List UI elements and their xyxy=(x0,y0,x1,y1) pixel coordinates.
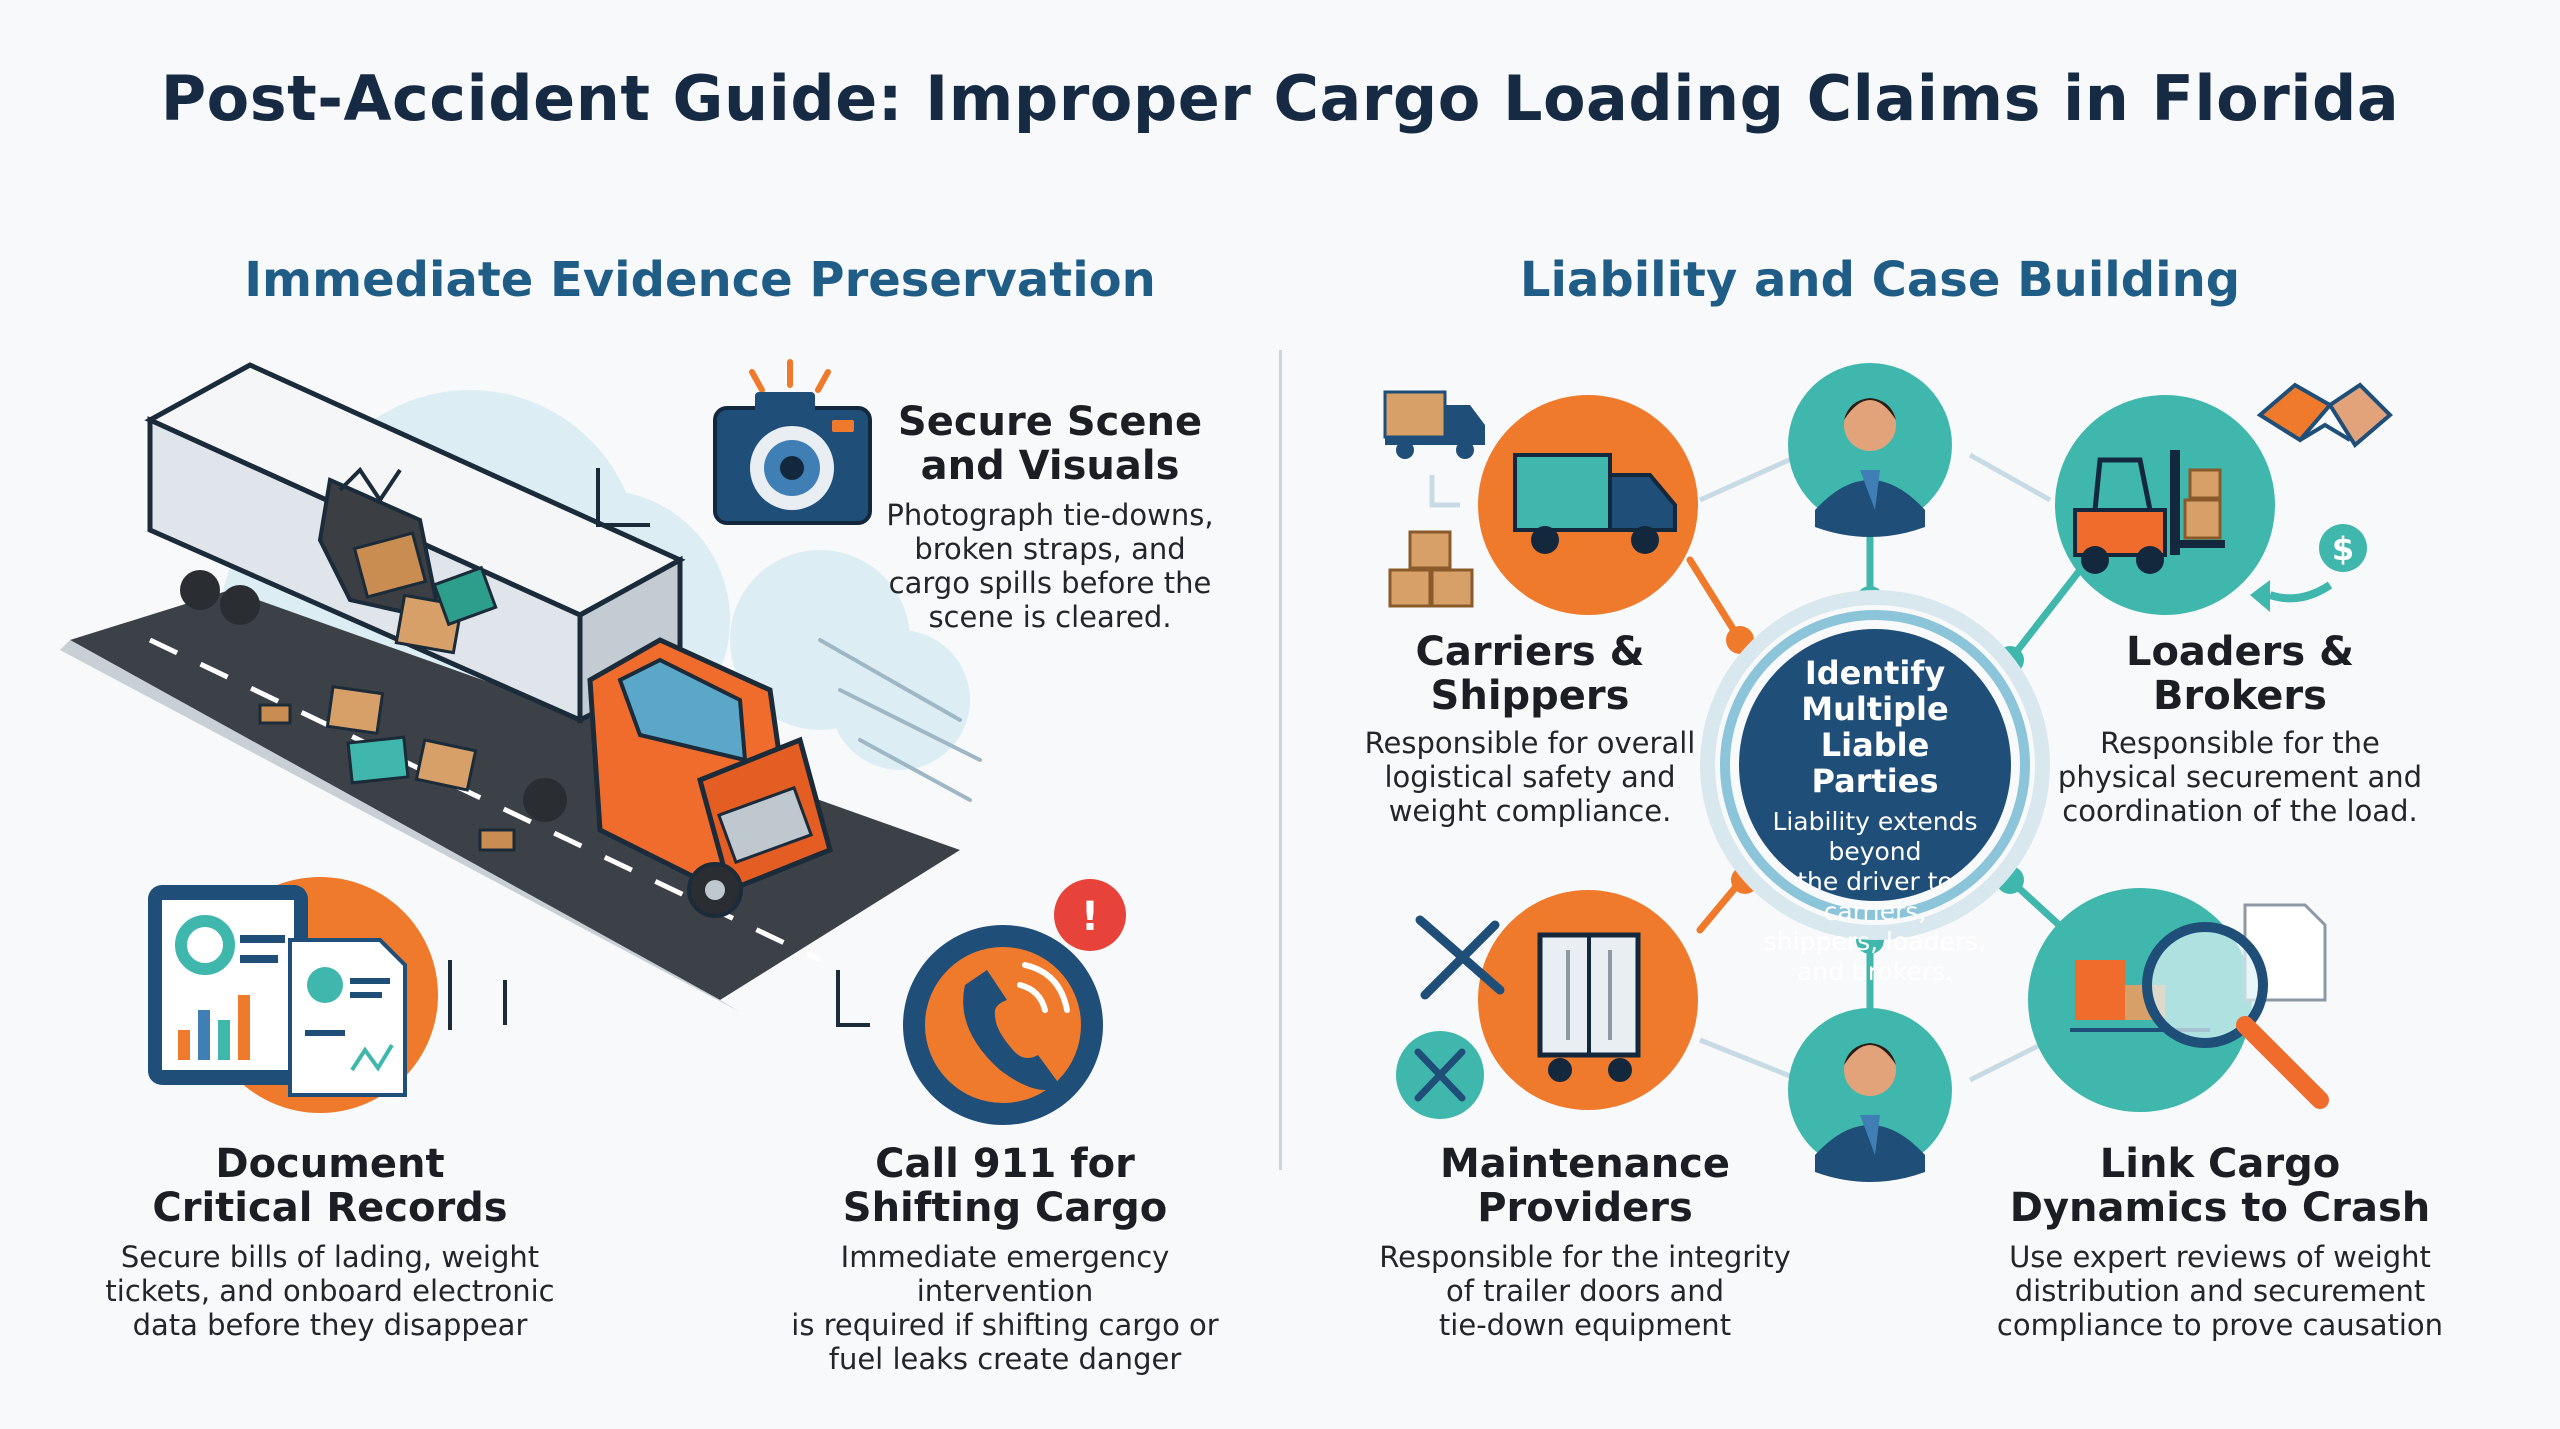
magnifier-icon xyxy=(2028,888,2329,1112)
loaders-body-2: physical securement and xyxy=(2057,760,2423,794)
carriers-heading-1: Carriers & xyxy=(1415,629,1645,675)
link-body-1: Use expert reviews of weight xyxy=(2009,1240,2431,1274)
hub-body-1: Liability extends beyond xyxy=(1772,807,1978,866)
carriers-truck-icon xyxy=(1478,395,1698,615)
loaders-body-3: coordination of the load. xyxy=(2062,794,2418,828)
person-top-icon xyxy=(1788,363,1952,537)
secure-body-3: cargo spills before the xyxy=(888,566,1212,600)
hub-heading-3: Parties xyxy=(1811,762,1939,800)
link-heading-2: Dynamics to Crash xyxy=(2009,1185,2431,1231)
page-title: Post-Accident Guide: Improper Cargo Load… xyxy=(160,62,2400,135)
hub-heading-2: Multiple Liable xyxy=(1801,690,1949,764)
motion-lines xyxy=(818,638,982,802)
call-body-3: fuel leaks create danger xyxy=(828,1342,1182,1376)
maintenance-body-2: of trailer doors and xyxy=(1445,1274,1725,1308)
camera-icon xyxy=(713,359,872,525)
maintenance-body-1: Responsible for the integrity xyxy=(1379,1240,1791,1274)
stacked-boxes-icon xyxy=(1388,530,1474,608)
document-body-2: tickets, and onboard electronic xyxy=(105,1274,555,1308)
document-heading-1: Document xyxy=(215,1141,445,1187)
call-body-1: Immediate emergency intervention xyxy=(840,1240,1170,1308)
carriers-body-1: Responsible for overall xyxy=(1364,726,1696,760)
small-truck-icon xyxy=(1383,390,1485,459)
document-body-1: Secure bills of lading, weight xyxy=(120,1240,540,1274)
maintenance-heading-1: Maintenance xyxy=(1439,1141,1731,1187)
secure-body-2: broken straps, and xyxy=(914,532,1186,566)
spilled-cargo xyxy=(258,531,516,852)
hub-body-2: the driver to carriers, xyxy=(1797,867,1953,926)
secure-body-1: Photograph tie-downs, xyxy=(886,498,1214,532)
hub-body-4: and brokers. xyxy=(1796,957,1954,986)
link-heading-1: Link Cargo xyxy=(2099,1141,2341,1187)
hub-body-3: shippers, loaders, xyxy=(1763,927,1987,956)
svg-text:$: $ xyxy=(2332,530,2354,568)
secure-heading-2: and Visuals xyxy=(920,443,1180,489)
link-body-2: distribution and securement xyxy=(2014,1274,2426,1308)
person-bottom-icon xyxy=(1788,1008,1952,1182)
link-body-3: compliance to prove causation xyxy=(1996,1308,2444,1342)
handshake-icon xyxy=(2256,382,2393,449)
wrench-screwdriver-icon xyxy=(1415,915,1505,1000)
connector-lines xyxy=(448,468,870,1030)
document-heading-2: Critical Records xyxy=(152,1185,508,1231)
trailer-doors-icon xyxy=(1478,890,1698,1110)
call-heading-2: Shifting Cargo xyxy=(842,1185,1168,1231)
truck-cab xyxy=(180,570,833,918)
center-divider xyxy=(1279,350,1282,1170)
phone-icon: ! xyxy=(903,879,1126,1125)
secure-body-4: scene is cleared. xyxy=(928,600,1172,634)
forklift-icon xyxy=(2055,395,2275,615)
alert-icon: ! xyxy=(1081,894,1099,940)
section-title-left: Immediate Evidence Preservation xyxy=(244,252,1156,308)
loaders-heading-1: Loaders & xyxy=(2125,629,2355,675)
loaders-body-1: Responsible for the xyxy=(2100,726,2380,760)
loaders-heading-2: Brokers xyxy=(2153,673,2327,719)
tools-badge-icon xyxy=(1396,1031,1484,1119)
document-body-3: data before they disappear xyxy=(132,1308,528,1342)
carriers-heading-2: Shippers xyxy=(1430,673,1630,719)
maintenance-body-3: tie-down equipment xyxy=(1438,1308,1732,1342)
call-heading-1: Call 911 for xyxy=(875,1141,1135,1187)
maintenance-heading-2: Providers xyxy=(1477,1185,1693,1231)
dollar-icon: $ xyxy=(2250,524,2367,612)
carriers-body-3: weight compliance. xyxy=(1388,794,1672,828)
records-icon xyxy=(148,877,438,1113)
central-hub xyxy=(1700,590,2050,940)
secure-heading-1: Secure Scene xyxy=(897,399,1203,445)
carriers-body-2: logistical safety and xyxy=(1384,760,1676,794)
hub-heading-1: Identify xyxy=(1804,654,1946,692)
call-body-2: is required if shifting cargo or xyxy=(791,1308,1219,1342)
section-title-right: Liability and Case Building xyxy=(1519,252,2241,308)
